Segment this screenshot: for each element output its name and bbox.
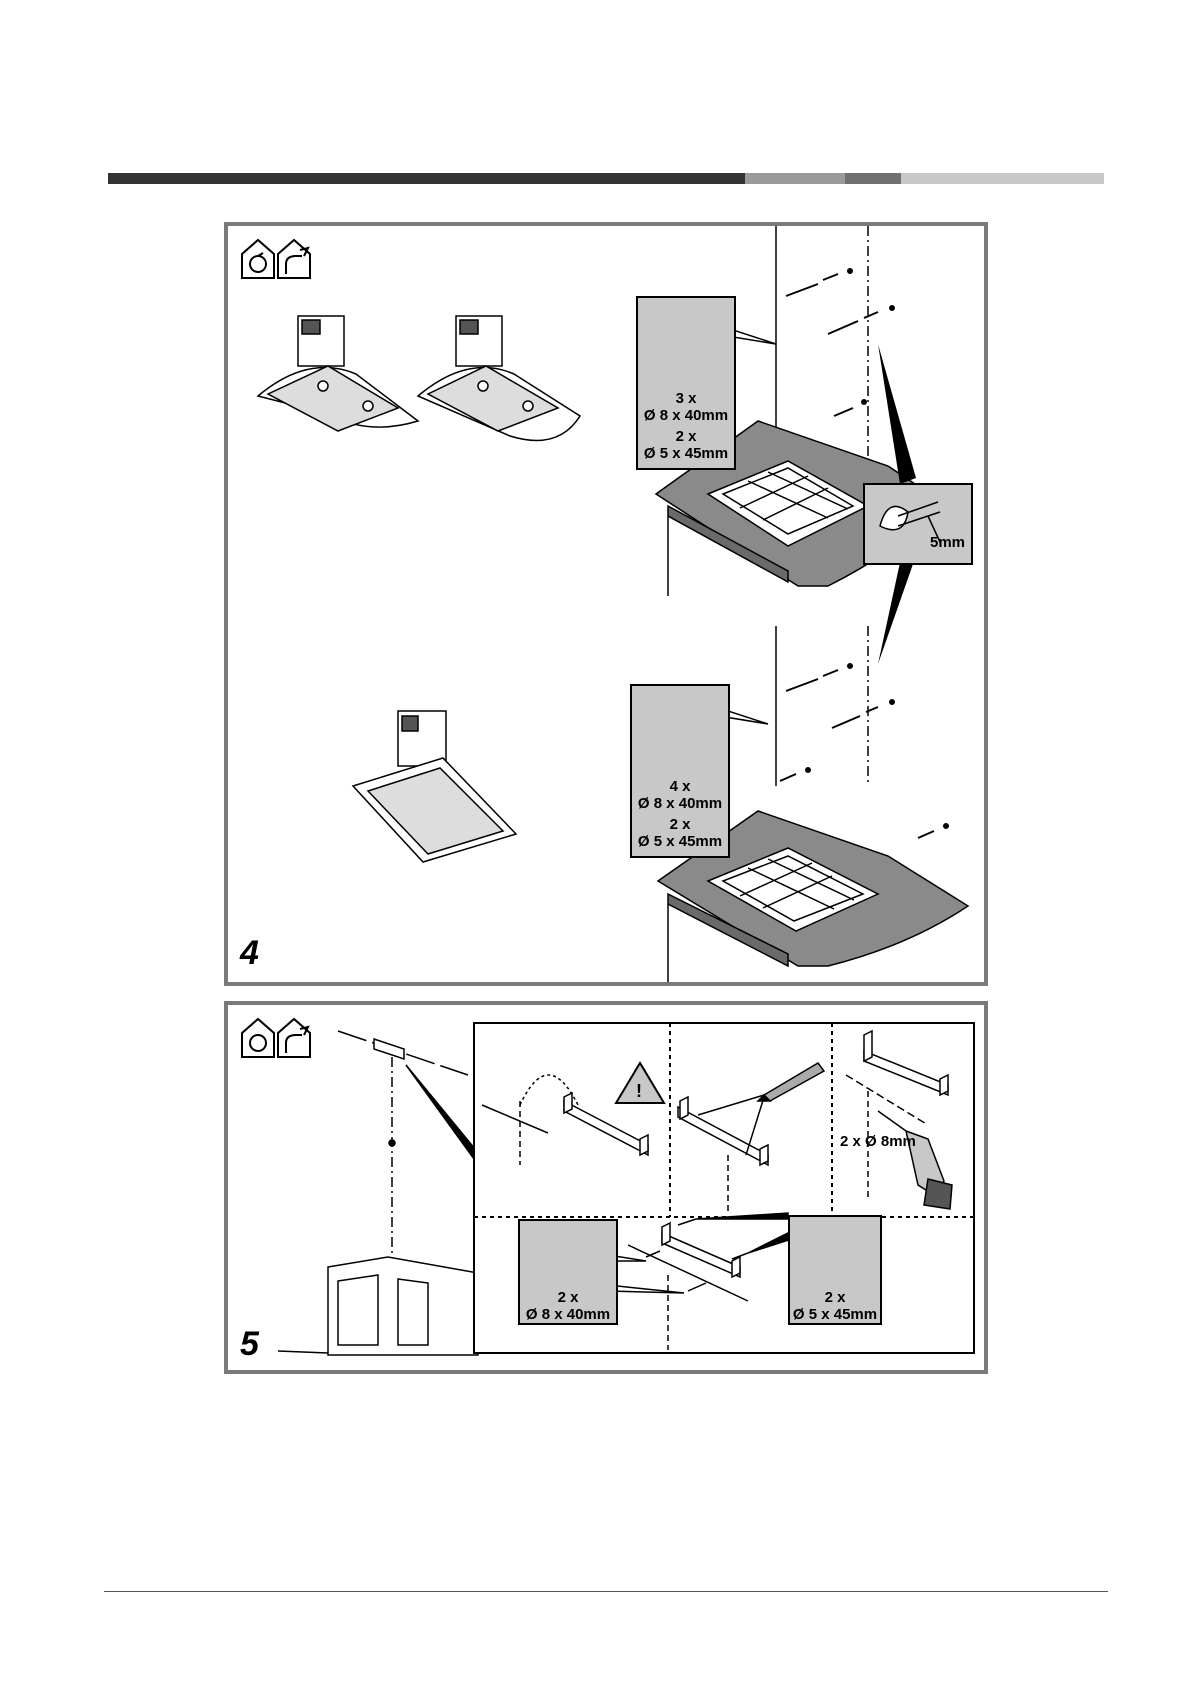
header-bar-segment-dark xyxy=(108,173,745,184)
kit-a-small-size: Ø 5 x 45mm xyxy=(638,445,734,462)
recirculation-mode-icon-5 xyxy=(242,1019,274,1057)
kit-b-small-count: 2 x xyxy=(632,816,728,833)
ducted-mode-icon-5 xyxy=(278,1019,310,1057)
kit-b-small-size: Ø 5 x 45mm xyxy=(632,833,728,850)
warning-symbol: ! xyxy=(636,1081,642,1102)
ducted-mode-icon xyxy=(278,240,310,278)
pointer-wedge-detail-up xyxy=(878,344,916,484)
plugs-count: 2 x xyxy=(520,1289,616,1306)
step-4-number: 4 xyxy=(240,936,259,970)
screw-gap-label: 5mm xyxy=(930,534,965,551)
kit-b-screw-count: 4 x xyxy=(632,778,728,795)
hood-curved-glass-1 xyxy=(258,316,418,431)
kit-b-label-box: 4 x Ø 8 x 40mm 2 x Ø 5 x 45mm xyxy=(630,684,730,858)
screws-count: 2 x xyxy=(790,1289,880,1306)
recirculation-mode-icon xyxy=(242,240,274,278)
hood-box-island xyxy=(353,711,516,862)
wall-screws-bottom xyxy=(780,664,948,838)
header-bar-segment-light xyxy=(745,173,845,184)
screws-label-box: 2 x Ø 5 x 45mm xyxy=(788,1215,882,1325)
screws-size: Ø 5 x 45mm xyxy=(790,1306,880,1323)
kit-a-small-count: 2 x xyxy=(638,428,734,445)
footer-rule xyxy=(104,1591,1108,1592)
kit-a-screw-count: 3 x xyxy=(638,390,734,407)
kit-a-label-box: 3 x Ø 8 x 40mm 2 x Ø 5 x 45mm xyxy=(636,296,736,470)
step-5-panel: 2 x Ø 8 x 40mm 2 x Ø 5 x 45mm 2 x Ø 8mm … xyxy=(224,1001,988,1374)
header-bar-segment-pale xyxy=(901,173,1104,184)
wall-screws-top xyxy=(786,269,894,416)
hood-curved-glass-2 xyxy=(418,316,580,441)
wall-bracket-overview xyxy=(278,1031,480,1355)
header-bar-segment-mid xyxy=(845,173,901,184)
header-bar xyxy=(108,173,1104,184)
kit-b-screw-size: Ø 8 x 40mm xyxy=(632,795,728,812)
step-5-number: 5 xyxy=(240,1327,259,1361)
step-4-illustration xyxy=(228,226,984,982)
kit-a-screw-size: Ø 8 x 40mm xyxy=(638,407,734,424)
screw-gap-detail xyxy=(864,484,972,564)
step-4-panel: 3 x Ø 8 x 40mm 2 x Ø 5 x 45mm 4 x Ø 8 x … xyxy=(224,222,988,986)
plugs-size: Ø 8 x 40mm xyxy=(520,1306,616,1323)
drill-size-label: 2 x Ø 8mm xyxy=(840,1133,916,1150)
plugs-label-box: 2 x Ø 8 x 40mm xyxy=(518,1219,618,1325)
